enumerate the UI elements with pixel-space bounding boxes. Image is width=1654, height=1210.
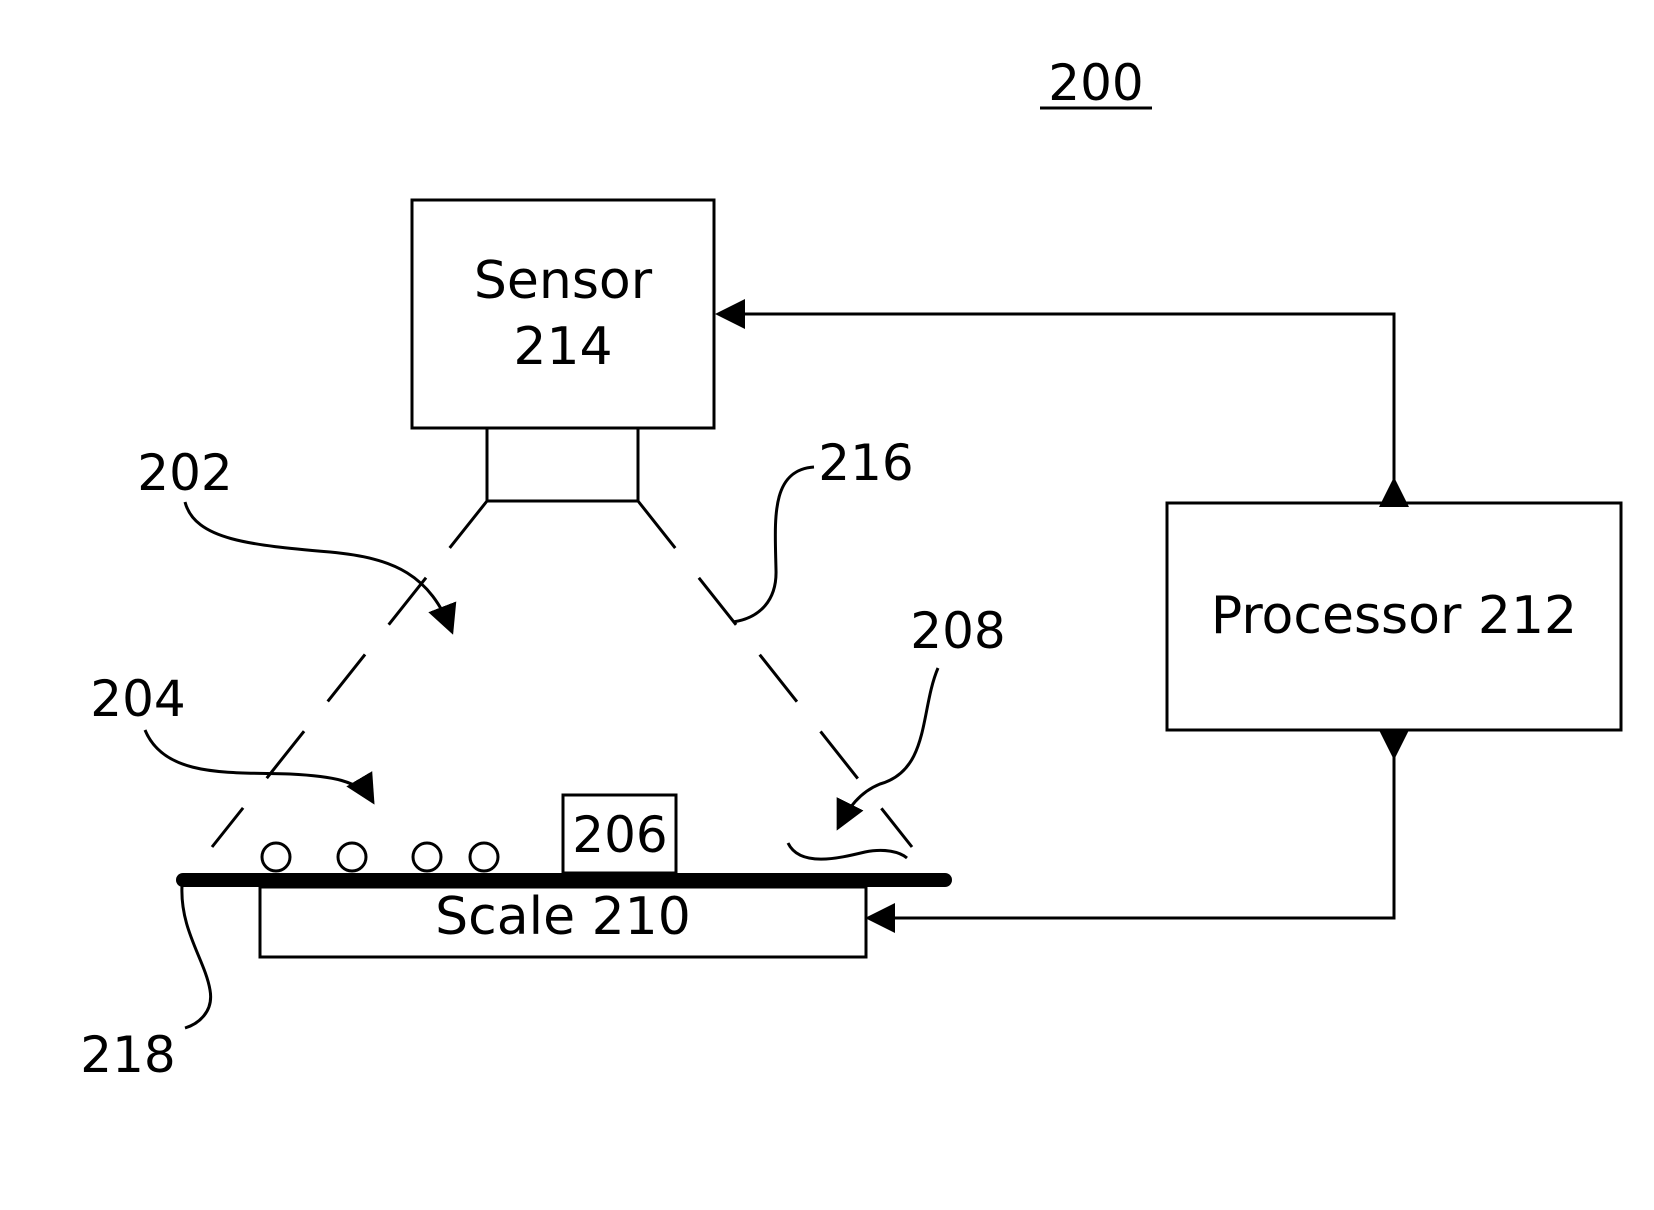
ref-leader-208 — [838, 668, 938, 828]
ref-leader-204 — [145, 730, 373, 802]
figure-number: 200 — [1048, 54, 1143, 112]
scale-processor-connector — [868, 757, 1394, 918]
sensor-lens — [487, 428, 638, 501]
ref-leader-202 — [185, 502, 452, 632]
ref-label-208: 208 — [910, 602, 1005, 660]
item-206-label: 206 — [572, 806, 667, 864]
ref-label-204: 204 — [90, 670, 185, 728]
object-circle — [413, 843, 441, 871]
residue-squiggle — [788, 843, 907, 859]
sensor-ref: 214 — [513, 317, 612, 377]
ref-leader-218 — [182, 886, 211, 1028]
ref-leader-216 — [733, 467, 814, 622]
object-circle — [338, 843, 366, 871]
scale-label: Scale 210 — [435, 887, 691, 947]
sensor-name: Sensor — [474, 251, 653, 311]
ref-label-202: 202 — [137, 444, 232, 502]
sensor-box — [412, 200, 714, 428]
object-circle — [262, 843, 290, 871]
object-circle — [470, 843, 498, 871]
processor-label: Processor 212 — [1211, 586, 1577, 646]
ref-label-218: 218 — [80, 1026, 175, 1084]
ref-label-216: 216 — [818, 434, 913, 492]
